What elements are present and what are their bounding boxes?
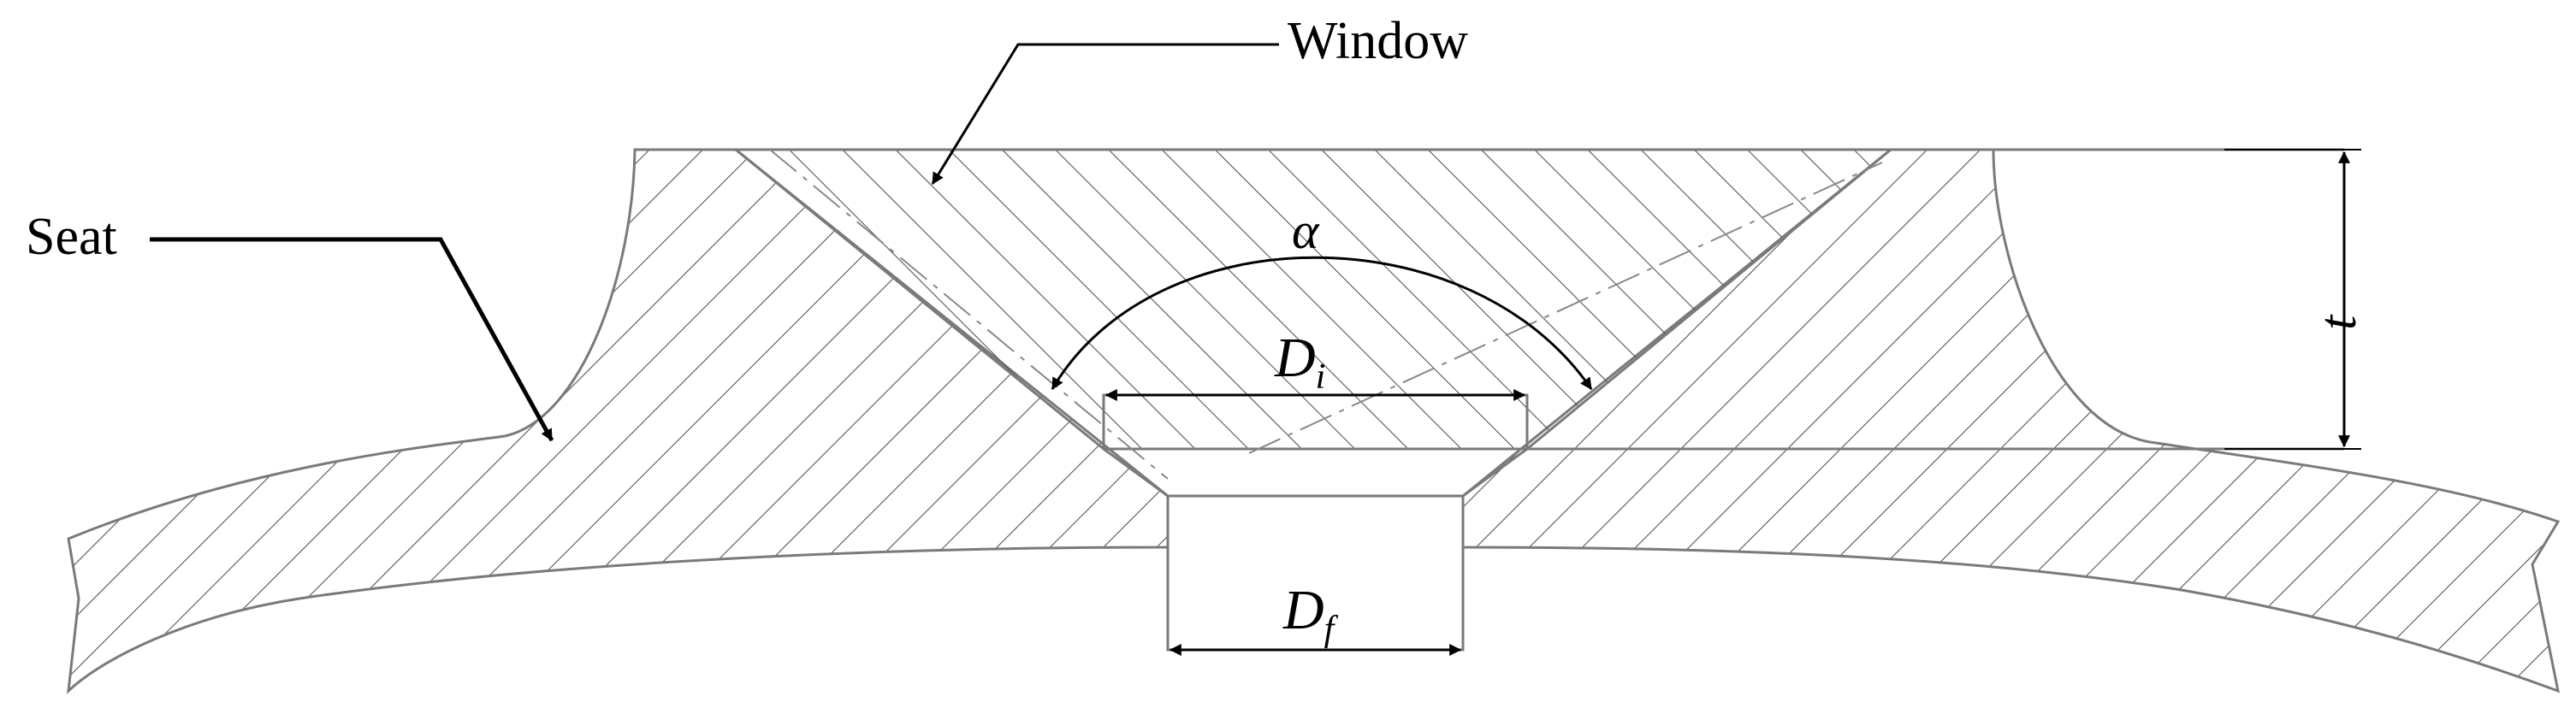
d-i-main: D (1274, 327, 1316, 389)
thickness-symbol: t (2309, 314, 2367, 330)
d-i-symbol: Di (1274, 327, 1325, 397)
window-label: Window (1288, 12, 1468, 70)
hole-top-left-chamfer (1103, 447, 1169, 498)
hole-top-right-chamfer (1462, 447, 1528, 498)
alpha-symbol: α (1292, 203, 1320, 259)
alpha-angle-arc (1051, 256, 1593, 391)
seat-leader-line (150, 237, 554, 442)
seat-label: Seat (26, 208, 117, 266)
centerline-diagonal-2 (1248, 162, 1883, 454)
seat-right-section (1461, 148, 2561, 693)
through-hole (1166, 494, 1465, 652)
seat-left-section (67, 148, 1170, 694)
d-f-main: D (1282, 579, 1324, 641)
centerline-diagonal-1 (769, 149, 1169, 480)
window-leader-line (931, 43, 1279, 185)
d-i-subscript: i (1316, 357, 1326, 397)
